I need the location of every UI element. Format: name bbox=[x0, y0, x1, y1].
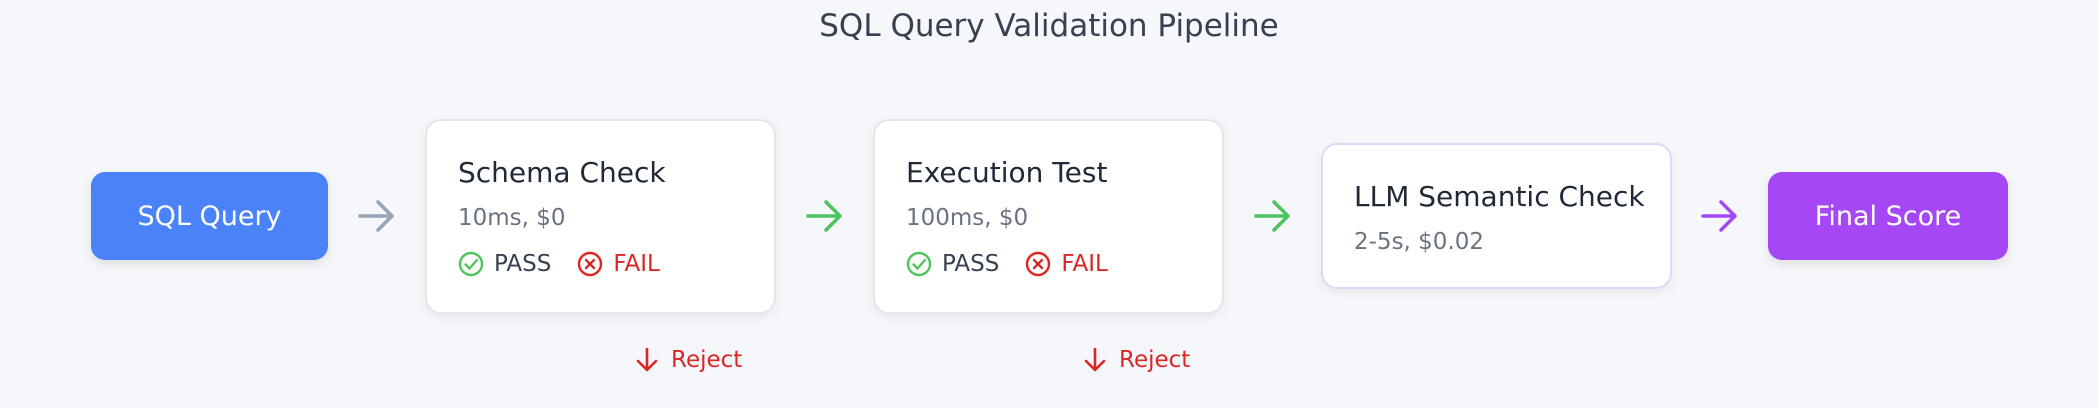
reject-label: Reject bbox=[671, 347, 743, 373]
execution-test-reject: Reject bbox=[1083, 347, 1190, 373]
schema-check-status-row: PASS FAIL bbox=[458, 251, 660, 277]
pass-status: PASS bbox=[458, 251, 551, 277]
final-score-node: Final Score bbox=[1768, 172, 2008, 260]
pass-label: PASS bbox=[494, 251, 552, 277]
llm-semantic-check-cost: 2-5s, $0.02 bbox=[1354, 229, 1485, 255]
check-circle-icon bbox=[906, 251, 932, 277]
execution-test-title: Execution Test bbox=[906, 156, 1108, 189]
schema-check-title: Schema Check bbox=[458, 156, 666, 189]
arrow-right-icon bbox=[806, 200, 842, 232]
pass-label: PASS bbox=[942, 251, 1000, 277]
fail-label: FAIL bbox=[613, 251, 660, 277]
execution-test-status-row: PASS FAIL bbox=[906, 251, 1108, 277]
x-circle-icon bbox=[578, 251, 603, 277]
fail-label: FAIL bbox=[1061, 251, 1108, 277]
final-score-label: Final Score bbox=[1814, 200, 1962, 232]
sql-query-node: SQL Query bbox=[91, 172, 328, 260]
llm-semantic-check-title: LLM Semantic Check bbox=[1354, 180, 1645, 213]
fail-status: FAIL bbox=[577, 251, 660, 277]
arrow-down-icon bbox=[1084, 347, 1106, 372]
arrow-right-icon bbox=[358, 200, 394, 232]
check-circle-icon bbox=[458, 251, 484, 277]
sql-query-label: SQL Query bbox=[137, 200, 282, 232]
execution-test-cost: 100ms, $0 bbox=[906, 205, 1029, 231]
diagram-title: SQL Query Validation Pipeline bbox=[819, 8, 1279, 44]
fail-status: FAIL bbox=[1025, 251, 1108, 277]
reject-label: Reject bbox=[1119, 347, 1191, 373]
schema-check-reject: Reject bbox=[635, 347, 742, 373]
x-circle-icon bbox=[1026, 251, 1051, 277]
llm-semantic-check-card: LLM Semantic Check 2-5s, $0.02 bbox=[1321, 143, 1672, 289]
pass-status: PASS bbox=[906, 251, 999, 277]
arrow-down-icon bbox=[636, 347, 658, 372]
execution-test-card: Execution Test 100ms, $0 PASS FAIL bbox=[873, 119, 1224, 314]
schema-check-card: Schema Check 10ms, $0 PASS FAIL bbox=[425, 119, 776, 314]
arrow-right-icon bbox=[1701, 200, 1737, 232]
schema-check-cost: 10ms, $0 bbox=[458, 205, 566, 231]
arrow-right-icon bbox=[1254, 200, 1290, 232]
